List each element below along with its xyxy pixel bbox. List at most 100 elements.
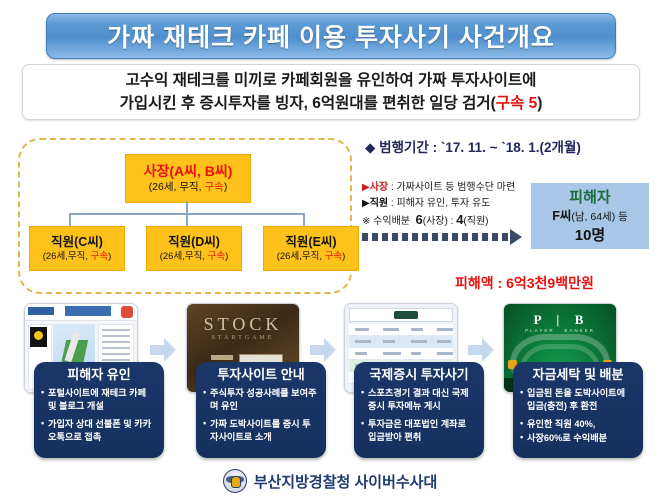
profit-split-line: ※ 수익배분 6(사장) : 4(직원) xyxy=(362,212,537,230)
police-emblem-icon xyxy=(222,469,247,493)
employee-d-detail-text: (26세,무직, xyxy=(159,250,208,262)
list-item: 유인한 직원 40%, xyxy=(520,417,636,431)
list-item: 사장60%로 수익배분 xyxy=(520,431,636,445)
role-text-boss: : 가짜사이트 등 범행수단 마련 xyxy=(390,182,516,193)
flow-step-2-card: 투자사이트 안내 주식투자 성공사례를 보여주며 유인 가짜 도박사이트를 증시… xyxy=(196,362,326,458)
page-title: 가짜 재테크 카페 이용 투자사기 사건개요 xyxy=(107,24,555,52)
crime-flow-diagram: 피해자 유인 포털사이트에 재테크 카페 및 블로그 개설 가입자 상대 선불폰… xyxy=(0,300,660,465)
table-row xyxy=(349,336,453,348)
employee-e-detail-text: (26세,무직, xyxy=(276,250,325,262)
header-banner: 가짜 재테크 카페 이용 투자사기 사건개요 xyxy=(46,13,616,59)
role-item-employee: ▶직원 : 피해자 유인, 투자 유도 xyxy=(362,196,537,212)
role-description-list: ▶사장 : 가짜사이트 등 범행수단 마련 ▶직원 : 피해자 유인, 투자 유… xyxy=(362,180,537,230)
victim-name: F씨 xyxy=(552,208,572,223)
list-item: 스포츠경기 결과 대신 국제증시 투자메뉴 게시 xyxy=(361,386,477,412)
employee-d-title: 직원(D씨) xyxy=(168,234,220,249)
cafe-mascot-icon xyxy=(121,306,133,318)
trading-header xyxy=(349,308,453,322)
employee-e-detail-close: ) xyxy=(342,250,346,262)
flow-step-3-card: 국제증시 투자사기 스포츠경기 결과 대신 국제증시 투자메뉴 게시 투자금은 … xyxy=(354,362,484,458)
employee-d-detail: (26세,무직, 구속) xyxy=(160,250,229,264)
stock-user-label xyxy=(211,355,233,360)
role-marker-employee-icon: ▶ xyxy=(362,198,370,209)
org-node-employee-d: 직원(D씨) (26세,무직, 구속) xyxy=(146,226,242,271)
trading-logo xyxy=(394,311,418,319)
boss-detail-text: (26세, 무직, xyxy=(148,180,205,193)
suspect-org-chart: 사장(A씨, B씨) (26세, 무직, 구속) 직원(C씨) (26세,무직,… xyxy=(18,138,359,294)
victim-demographics: (남, 64세) 등 xyxy=(571,210,628,223)
employee-c-detail-close: ) xyxy=(108,250,112,262)
profit-employee-share: 4 xyxy=(456,212,464,227)
org-connector-vertical-main xyxy=(186,201,188,213)
profit-employee-tag: (직원) xyxy=(463,216,489,227)
list-item: 주식투자 성공사례를 보여주며 유인 xyxy=(203,386,319,412)
org-node-employee-c: 직원(C씨) (26세,무직, 구속) xyxy=(29,226,125,271)
summary-line-2: 가입시킨 후 증시투자를 빙자, 6억원대를 편취한 일당 검거(구속 5) xyxy=(120,92,543,115)
profit-boss-tag: (사장) xyxy=(422,216,448,227)
damage-amount: 피해액 : 6억3천9백만원 xyxy=(455,275,594,291)
flow-arrow-3-icon xyxy=(468,338,494,362)
victim-heading: 피해자 xyxy=(569,188,611,206)
org-node-employee-e: 직원(E씨) (26세,무직, 구속) xyxy=(263,226,359,271)
flow-step-1: 피해자 유인 포털사이트에 재테크 카페 및 블로그 개설 가입자 상대 선불폰… xyxy=(18,300,166,462)
list-item: 투자금은 대포법인 계좌로 입금받아 편취 xyxy=(361,417,477,443)
flow-step-4-title: 자금세탁 및 배분 xyxy=(532,367,624,382)
baccarat-pb-label: P | B xyxy=(533,312,587,327)
flow-step-4-bullets: 입금된 돈을 도박사이트에 입금(충전) 후 환전 유인한 직원 40%, 사장… xyxy=(520,386,636,445)
asterisk-icon: ※ xyxy=(362,216,371,227)
flow-step-3-bullets: 스포츠경기 결과 대신 국제증시 투자메뉴 게시 투자금은 대포법인 계좌로 입… xyxy=(361,386,477,443)
boss-title: 사장(A씨, B씨) xyxy=(143,162,233,179)
list-item: 가입자 상대 선불폰 및 카카오톡으로 접촉 xyxy=(41,417,157,443)
org-connector-vertical-e xyxy=(303,213,305,226)
org-connector-vertical-d xyxy=(186,213,188,226)
role-key-employee: 직원 xyxy=(369,198,389,209)
baccarat-chip-left xyxy=(508,360,517,369)
stock-subtitle: STARTGAME xyxy=(211,335,275,341)
employee-e-title: 직원(E씨) xyxy=(285,234,337,249)
flow-step-4-card: 자금세탁 및 배분 입금된 돈을 도박사이트에 입금(충전) 후 환전 유인한 … xyxy=(513,362,643,458)
profit-separator: : xyxy=(450,216,454,227)
boss-detail-close: ) xyxy=(223,180,228,193)
summary-arrest-count: 구속 5 xyxy=(495,95,538,112)
dotted-flow-arrow-icon xyxy=(362,228,522,245)
flow-step-2-bullets: 주식투자 성공사례를 보여주며 유인 가짜 도박사이트를 증시 투자사이트로 소… xyxy=(203,386,319,443)
cafe-logo xyxy=(28,307,54,315)
profit-boss-share: 6 xyxy=(415,212,423,227)
victim-detail: F씨(남, 64세) 등 xyxy=(552,207,628,226)
employee-d-status-badge: 구속 xyxy=(207,250,226,262)
table-row xyxy=(349,348,453,360)
flow-step-4: P | B PLAYER BANKER 자금세탁 및 배분 입금된 돈을 도박사… xyxy=(497,300,645,462)
flow-step-1-title: 피해자 유인 xyxy=(67,367,131,382)
boss-detail: (26세, 무직, 구속) xyxy=(149,180,228,195)
profit-split-label: 수익배분 xyxy=(373,216,410,227)
stock-wordmark: STOCK xyxy=(203,314,283,334)
role-text-employee: : 피해자 유인, 투자 유도 xyxy=(390,198,491,209)
dotted-arrow-shaft xyxy=(362,232,510,241)
diamond-bullet-icon: ◆ xyxy=(365,140,376,155)
flow-step-3: 국제증시 투자사기 스포츠경기 결과 대신 국제증시 투자메뉴 게시 투자금은 … xyxy=(338,300,486,462)
baccarat-pb-sublabel: PLAYER BANKER xyxy=(525,328,595,333)
summary-line-2-close: ) xyxy=(537,95,543,112)
victim-box: 피해자 F씨(남, 64세) 등 10명 xyxy=(531,183,649,249)
emblem-core xyxy=(230,476,241,488)
dotted-arrow-head xyxy=(510,228,522,245)
role-item-boss: ▶사장 : 가짜사이트 등 범행수단 마련 xyxy=(362,180,537,196)
crime-period: ◆ 범행기간 : `17. 11. ~ `18. 1.(2개월) xyxy=(365,136,581,156)
footer: 부산지방경찰청 사이버수사대 xyxy=(0,466,660,496)
employee-c-status-badge: 구속 xyxy=(90,250,109,262)
cafe-badge xyxy=(30,327,47,347)
flow-step-3-title: 국제증시 투자사기 xyxy=(369,367,469,382)
flow-step-2: STOCK STARTGAME 투자사이트 안내 주식투자 성공사례를 보여주며… xyxy=(180,300,328,462)
list-item: 가짜 도박사이트를 증시 투자사이트로 소개 xyxy=(203,417,319,443)
employee-e-detail: (26세,무직, 구속) xyxy=(277,250,346,264)
summary-line-1: 고수익 재테크를 미끼로 카페회원을 유인하여 가짜 투자사이트에 xyxy=(125,72,537,89)
role-marker-boss-icon: ▶ xyxy=(362,182,370,193)
list-item: 입금된 돈을 도박사이트에 입금(충전) 후 환전 xyxy=(520,386,636,412)
org-node-boss: 사장(A씨, B씨) (26세, 무직, 구속) xyxy=(125,154,251,203)
employee-e-status-badge: 구속 xyxy=(324,250,343,262)
victim-count: 10명 xyxy=(574,226,606,244)
flow-step-2-title: 투자사이트 안내 xyxy=(217,367,305,382)
employee-d-detail-close: ) xyxy=(225,250,229,262)
table-row xyxy=(349,324,453,336)
agency-name: 부산지방경찰청 사이버수사대 xyxy=(253,473,438,491)
